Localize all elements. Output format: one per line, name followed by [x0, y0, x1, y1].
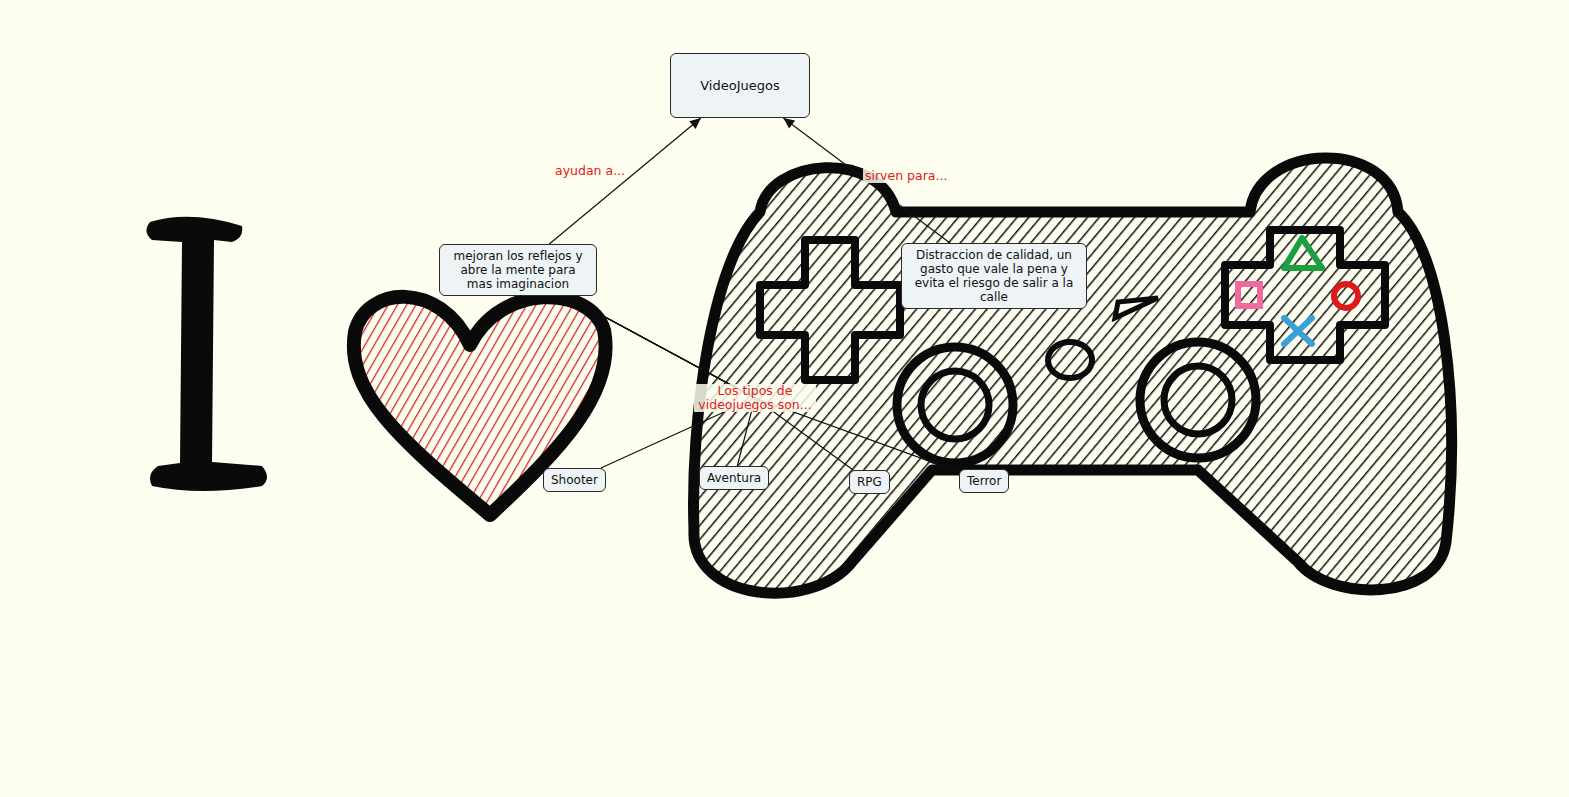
face-pad — [1225, 230, 1385, 360]
connector — [549, 118, 701, 244]
concept-box: mejoran los reflejos y abre la mente par… — [439, 244, 597, 296]
connector — [566, 296, 755, 468]
concept-box: VideoJuegos — [670, 53, 810, 118]
link-phrase: sirven para... — [863, 169, 949, 183]
connector-line — [549, 118, 701, 244]
cross-button — [1284, 318, 1312, 344]
left-stick — [897, 347, 1013, 463]
dpad — [760, 240, 900, 380]
home-button — [1048, 342, 1092, 378]
letter-i — [146, 217, 267, 491]
node-text: RPG — [857, 475, 882, 489]
letter-i-shape — [146, 217, 267, 491]
arrowhead — [689, 118, 701, 129]
gamepad — [694, 158, 1452, 593]
concept-box: Aventura — [699, 466, 769, 490]
heart — [354, 297, 606, 515]
link-phrase: Los tipos de videojuegos son... — [694, 384, 816, 412]
left-stick-cap — [921, 371, 989, 439]
right-stick — [1140, 342, 1256, 458]
node-text: VideoJuegos — [700, 79, 779, 93]
connector-line — [566, 296, 853, 470]
square-button — [1238, 284, 1260, 306]
node-text: Aventura — [707, 471, 761, 485]
gamepad-body — [694, 158, 1452, 593]
connector — [566, 296, 853, 470]
connector — [566, 296, 755, 466]
concept-box: Distraccion de calidad, un gasto que val… — [901, 243, 1087, 309]
link-phrase: ayudan a... — [553, 164, 627, 178]
circle-button — [1334, 284, 1358, 308]
concept-box: Shooter — [543, 468, 606, 492]
concept-box: Terror — [959, 469, 1009, 493]
start-button — [1115, 298, 1158, 318]
node-text: Terror — [967, 474, 1001, 488]
concept-box: RPG — [849, 470, 890, 494]
connector-line — [566, 296, 755, 466]
node-text: mejoran los reflejos y abre la mente par… — [447, 249, 589, 291]
connector — [783, 118, 950, 243]
connector-line — [566, 296, 755, 468]
connector — [566, 296, 959, 472]
right-stick-cap — [1164, 366, 1232, 434]
node-text: Shooter — [551, 473, 598, 487]
connector-line — [783, 118, 950, 243]
node-text: Distraccion de calidad, un gasto que val… — [909, 248, 1079, 304]
arrowhead — [783, 118, 795, 129]
triangle-button — [1284, 238, 1322, 268]
connector-line — [566, 296, 959, 472]
